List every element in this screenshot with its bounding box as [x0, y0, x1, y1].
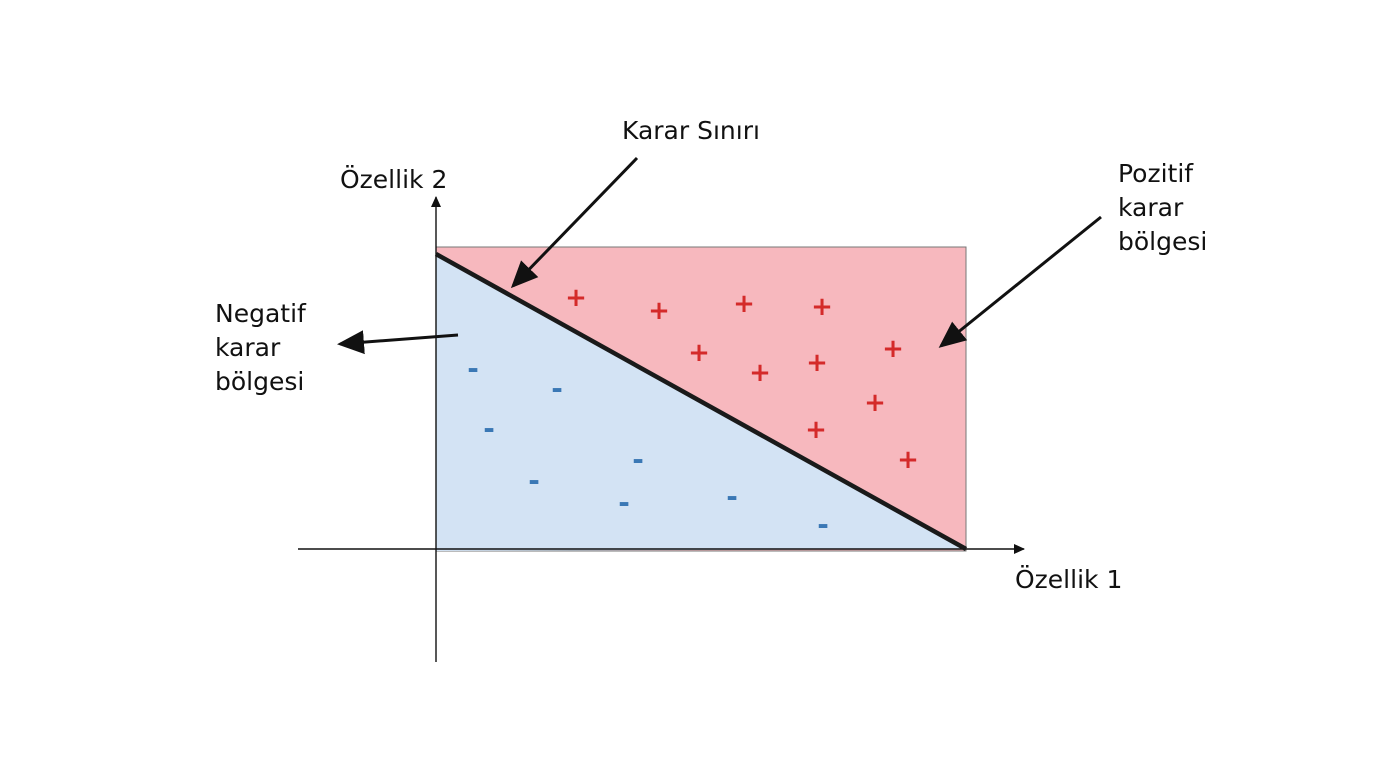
- positive-sample: +: [648, 296, 670, 326]
- positive-sample: +: [811, 292, 833, 322]
- positive-sample: +: [897, 445, 919, 475]
- negative-label-arrow: [337, 330, 459, 355]
- positive-sample: +: [864, 388, 886, 418]
- positive-sample: +: [882, 334, 904, 364]
- negative-region-label-line: bölgesi: [215, 367, 305, 396]
- negative-region-label-line: karar: [215, 333, 281, 362]
- decision-boundary-line: [434, 252, 968, 551]
- negative-sample: -: [483, 412, 495, 445]
- negative-sample: -: [618, 486, 630, 519]
- negative-region-label-line: Negatif: [215, 299, 306, 328]
- negative-sample: -: [817, 508, 829, 541]
- x-axis-label: Özellik 1: [1015, 565, 1123, 594]
- positive-sample: +: [805, 415, 827, 445]
- positive-region-label-line: Pozitif: [1118, 159, 1194, 188]
- positive-sample: +: [749, 358, 771, 388]
- positive-sample: +: [806, 348, 828, 378]
- positive-sample: +: [733, 289, 755, 319]
- negative-region-label: Negatif karar bölgesi: [215, 297, 306, 399]
- positive-region-label-line: bölgesi: [1118, 227, 1208, 256]
- y-axis-label: Özellik 2: [340, 165, 448, 194]
- negative-sample: -: [467, 352, 479, 385]
- positive-samples: + + + + + + + + + + +: [565, 283, 919, 475]
- negative-sample: -: [726, 480, 738, 513]
- boundary-label: Karar Sınırı: [622, 116, 760, 145]
- negative-sample: -: [551, 372, 563, 405]
- positive-label-arrow: [938, 215, 1102, 348]
- positive-region-label: Pozitif karar bölgesi: [1118, 157, 1207, 259]
- positive-sample: +: [688, 338, 710, 368]
- negative-samples: - - - - - - - -: [467, 352, 829, 541]
- positive-sample: +: [565, 283, 587, 313]
- negative-sample: -: [632, 443, 644, 476]
- negative-sample: -: [528, 464, 540, 497]
- boundary-label-arrow: [510, 156, 639, 289]
- positive-region-label-line: karar: [1118, 193, 1184, 222]
